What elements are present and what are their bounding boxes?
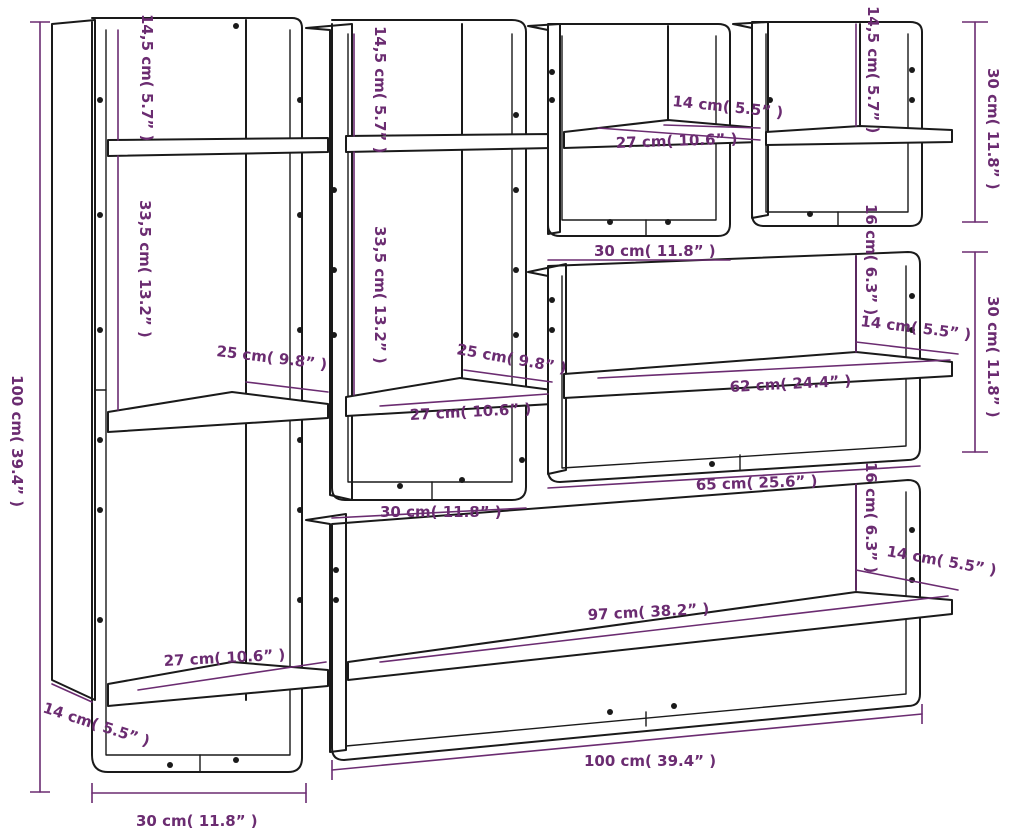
top-right-height-label: 30 cm( 11.8” ) [984, 68, 1002, 190]
small-shelf-width-label: 27 cm( 10.6” ) [616, 130, 738, 152]
left-mid-gap-label: 33,5 cm( 13.2” ) [136, 200, 154, 338]
mid-right-gap-label: 16 cm( 6.3” ) [862, 204, 880, 315]
bottom-wide-unit [305, 479, 953, 761]
middle-right-wide-unit [527, 251, 953, 483]
bottom-gap-label: 16 cm( 6.3” ) [862, 462, 880, 573]
mid-top-gap-label: 14,5 cm( 5.7” ) [371, 26, 389, 153]
small-top-gap-label: 14,5 cm( 5.7” ) [864, 6, 882, 133]
left-base-width-label: 30 cm( 11.8” ) [136, 812, 258, 830]
total-width-label: 100 cm( 39.4” ) [584, 752, 716, 770]
left-depth-label: 14 cm( 5.5” ) [41, 699, 152, 750]
dimension-lines [30, 21, 988, 803]
small-base-width-label: 30 cm( 11.8” ) [594, 242, 716, 260]
mid-mid-gap-label: 33,5 cm( 13.2” ) [371, 226, 389, 364]
mid-right-base-label: 65 cm( 25.6” ) [696, 472, 818, 494]
middle-tall-shelf-unit [305, 19, 553, 501]
total-height-label: 100 cm( 39.4” ) [8, 375, 26, 507]
mid-right-depth-label: 14 cm( 5.5” ) [860, 312, 973, 343]
left-tall-shelf-unit [51, 17, 329, 773]
mid-base-width-label: 30 cm( 11.8” ) [380, 503, 502, 521]
top-small-cube-right [732, 21, 953, 227]
left-top-gap-label: 14,5 cm( 5.7” ) [138, 14, 156, 141]
mid-right-height-label: 30 cm( 11.8” ) [984, 296, 1002, 418]
bottom-depth-label: 14 cm( 5.5” ) [885, 542, 998, 579]
left-shelf-depth-label: 25 cm( 9.8” ) [216, 342, 329, 373]
